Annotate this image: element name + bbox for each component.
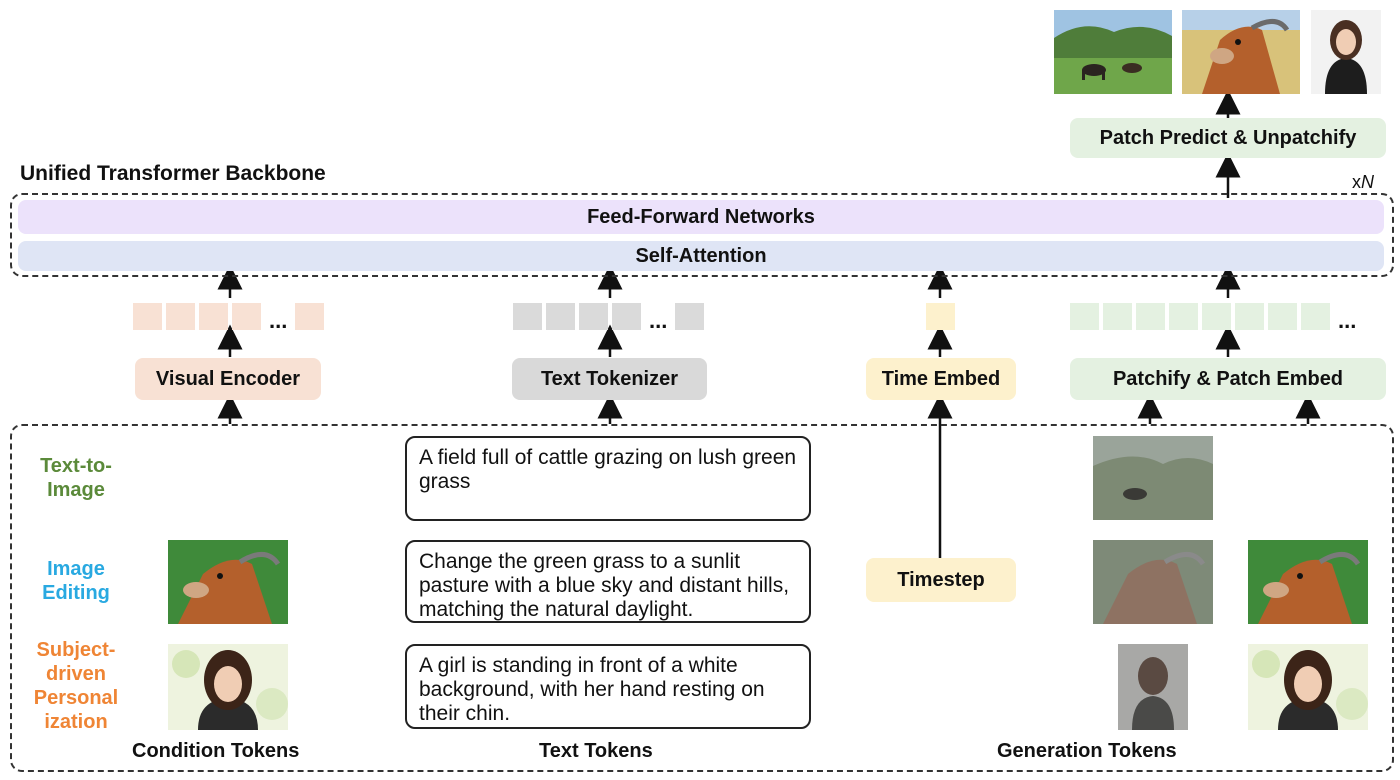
token xyxy=(675,303,705,330)
generation-noisy-goat-image xyxy=(1093,540,1213,624)
input-box xyxy=(10,424,1394,772)
backbone-title: Unified Transformer Backbone xyxy=(20,162,326,185)
token xyxy=(1268,303,1297,330)
token xyxy=(612,303,641,330)
condition-token-row: ... xyxy=(133,303,325,333)
text-tokenizer: Text Tokenizer xyxy=(512,358,707,400)
token xyxy=(1070,303,1099,330)
generation-token-row: ... xyxy=(1070,303,1360,333)
visual-encoder: Visual Encoder xyxy=(135,358,321,400)
output-cattle-image xyxy=(1054,10,1172,94)
time-embed: Time Embed xyxy=(866,358,1016,400)
token xyxy=(513,303,542,330)
generation-tokens-label: Generation Tokens xyxy=(997,740,1177,762)
time-token-row xyxy=(926,303,955,330)
prompt-image-editing: Change the green grass to a sunlit pastu… xyxy=(405,540,811,623)
condition-girl-image xyxy=(168,644,288,730)
condition-tokens-label: Condition Tokens xyxy=(132,740,300,762)
token xyxy=(1235,303,1264,330)
ellipsis: ... xyxy=(1338,308,1357,333)
generation-clean-goat-image xyxy=(1248,540,1368,624)
prompt-text-to-image: A field full of cattle grazing on lush g… xyxy=(405,436,811,521)
token xyxy=(926,303,955,330)
token xyxy=(199,303,228,330)
condition-goat-image xyxy=(168,540,288,624)
repeat-count: xN xyxy=(1352,172,1374,192)
ellipsis: ... xyxy=(269,308,288,333)
token xyxy=(295,303,325,330)
token xyxy=(166,303,195,330)
output-goat-image xyxy=(1182,10,1300,94)
token xyxy=(1136,303,1165,330)
patch-predict-head: Patch Predict & Unpatchify xyxy=(1070,118,1386,158)
generation-noisy-cattle-image xyxy=(1093,436,1213,520)
timestep-input: Timestep xyxy=(866,558,1016,602)
text-tokens-label: Text Tokens xyxy=(539,740,653,762)
token xyxy=(1103,303,1132,330)
self-attention-layer: Self-Attention xyxy=(18,241,1384,271)
backbone-box xyxy=(10,193,1394,277)
patch-embed: Patchify & Patch Embed xyxy=(1070,358,1386,400)
ffn-layer: Feed-Forward Networks xyxy=(18,200,1384,234)
token xyxy=(1169,303,1198,330)
generation-noisy-girl-image xyxy=(1118,644,1188,730)
text-token-row: ... xyxy=(513,303,705,333)
token xyxy=(232,303,261,330)
token xyxy=(1301,303,1330,330)
token xyxy=(1202,303,1231,330)
token xyxy=(133,303,162,330)
ellipsis: ... xyxy=(649,308,668,333)
prompt-subject-driven: A girl is standing in front of a white b… xyxy=(405,644,811,729)
token xyxy=(546,303,575,330)
output-girl-image xyxy=(1311,10,1381,94)
task-label-text-to-image: Text-to-Image xyxy=(40,455,112,501)
token xyxy=(579,303,608,330)
generation-clean-girl-image xyxy=(1248,644,1368,730)
